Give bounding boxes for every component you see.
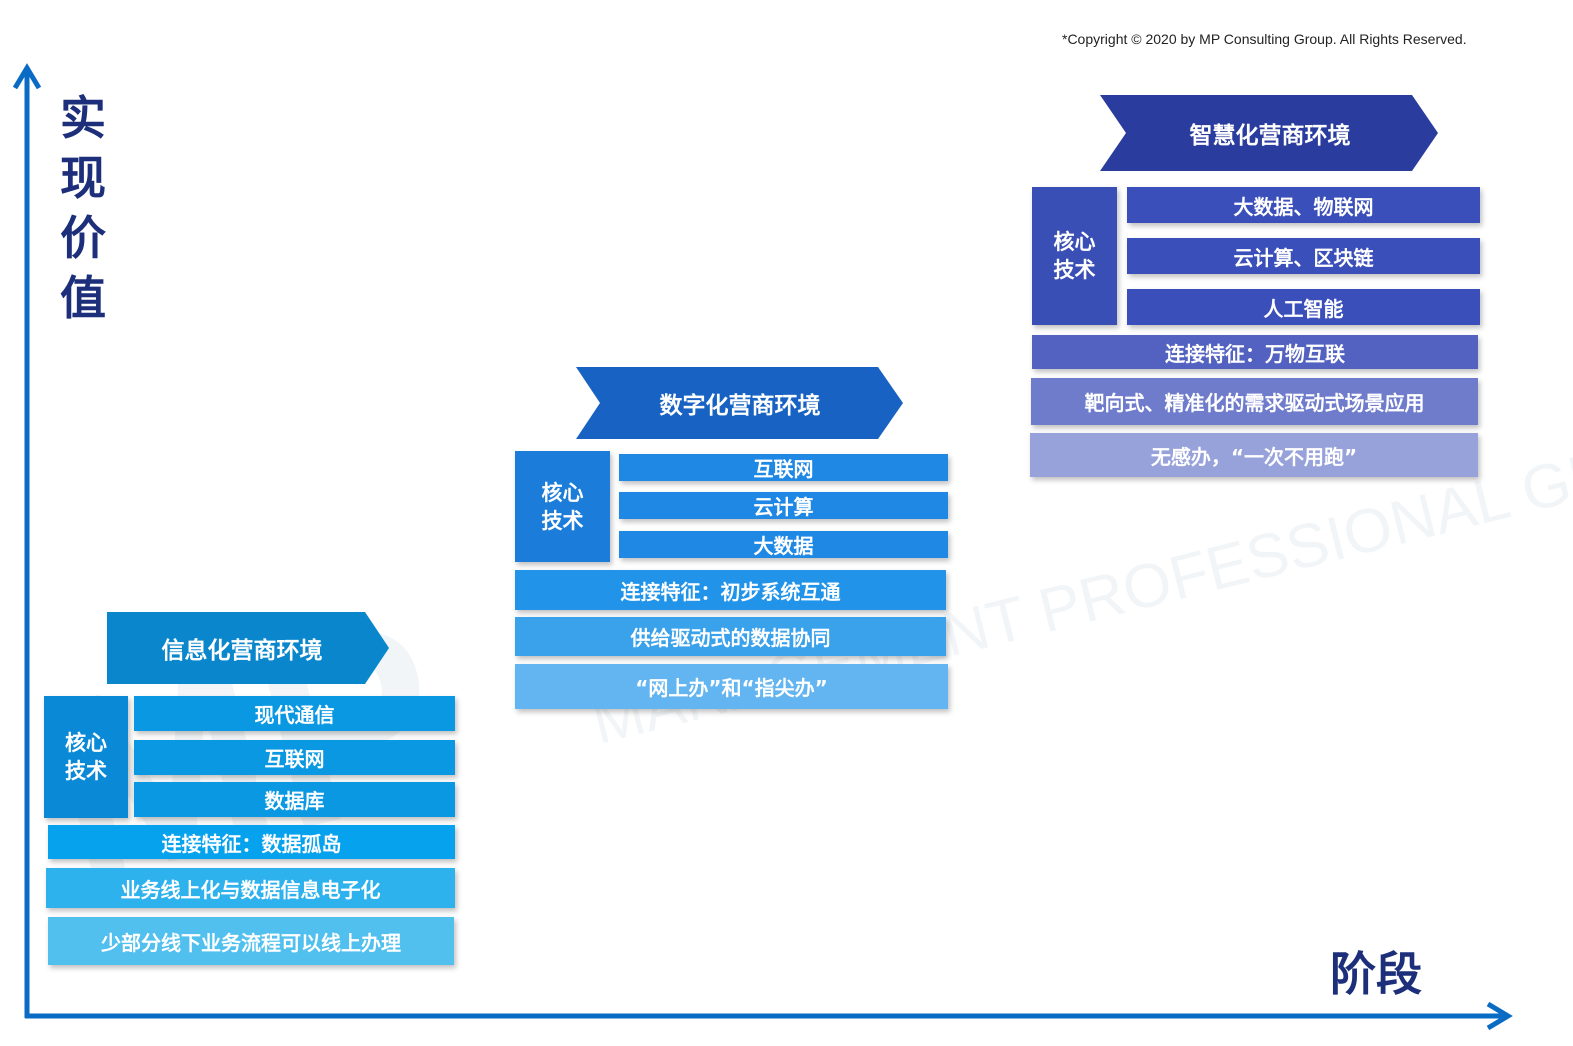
copyright-notice: *Copyright © 2020 by MP Consulting Group… (1062, 31, 1467, 47)
y-axis-label-char: 实 (60, 91, 106, 145)
connection-feature: 连接特征：数据孤岛 (48, 825, 455, 859)
core-tech-label: 核心 技术 (515, 451, 610, 562)
y-axis-label-char: 值 (60, 271, 106, 325)
tech-item: 互联网 (619, 454, 948, 481)
stage-banner (1100, 95, 1438, 171)
core-tech-label: 核心 技术 (1032, 187, 1117, 325)
tech-item: 现代通信 (134, 696, 455, 731)
stage-characteristic: 供给驱动式的数据协同 (515, 617, 946, 656)
stage-characteristic: “网上办”和“指尖办” (515, 664, 948, 709)
stage-characteristic: 靶向式、精准化的需求驱动式场景应用 (1031, 378, 1478, 425)
tech-item: 云计算、区块链 (1127, 238, 1480, 274)
stage-title: 信息化营商环境 (161, 638, 323, 664)
core-tech-label-line: 核心 (65, 731, 107, 755)
core-tech-label-line: 核心 (1053, 230, 1096, 254)
tech-item: 云计算 (619, 492, 948, 519)
connection-feature: 连接特征：初步系统互通 (515, 570, 946, 610)
core-tech-label: 核心 技术 (44, 696, 128, 818)
x-axis-arrow (1486, 1001, 1513, 1031)
y-axis-label-char: 现 (60, 151, 106, 205)
tech-item: 大数据 (619, 531, 948, 558)
tech-item: 大数据、物联网 (1127, 187, 1480, 223)
stage-banner (576, 367, 903, 439)
tech-item: 人工智能 (1127, 289, 1480, 325)
stage-characteristic: 少部分线下业务流程可以线上办理 (48, 917, 454, 965)
tech-item: 数据库 (134, 782, 455, 817)
stage-title: 智慧化营商环境 (1189, 123, 1351, 149)
connection-feature: 连接特征：万物互联 (1032, 335, 1478, 369)
core-tech-label-line: 核心 (541, 480, 584, 505)
stage-characteristic: 无感办，“一次不用跑” (1030, 433, 1478, 477)
core-tech-label-line: 技术 (65, 759, 107, 783)
stage-title: 数字化营商环境 (659, 393, 821, 419)
stage-banner (107, 612, 389, 684)
y-axis-label-char: 价 (60, 211, 106, 265)
tech-item: 互联网 (134, 740, 455, 775)
core-tech-label-line: 技术 (1053, 258, 1096, 282)
x-axis-label: 阶段 (1330, 947, 1422, 1001)
core-tech-label-line: 技术 (541, 508, 584, 533)
y-axis-label: 实 现 价 值 (55, 88, 111, 328)
y-axis-arrow (12, 63, 42, 90)
stage-characteristic: 业务线上化与数据信息电子化 (46, 868, 455, 908)
